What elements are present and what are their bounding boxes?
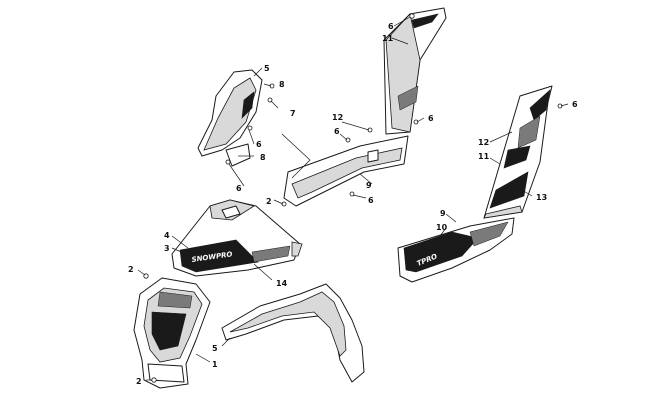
- callout-labels: 6 11 5 8 7 6 8 6 12 6 6 9 2 6 6 12 11 13…: [128, 22, 578, 386]
- grille-mesh: [151, 291, 193, 351]
- hood: SNOWPRO: [171, 199, 303, 277]
- callout-8-a: 8: [279, 80, 285, 89]
- front-grille: [133, 277, 211, 389]
- callout-11-right: 11: [478, 152, 490, 161]
- fastener-6a: [247, 125, 253, 131]
- callout-3: 3: [164, 244, 170, 253]
- fastener-2bottom: [151, 377, 157, 383]
- callout-6-far-right: 6: [572, 100, 578, 109]
- callout-7: 7: [290, 109, 296, 118]
- fastener-6c: [345, 137, 351, 143]
- callout-4: 4: [164, 231, 170, 240]
- callout-6-top: 6: [388, 22, 394, 31]
- callout-6-mid-left: 6: [256, 140, 262, 149]
- callout-5-low: 5: [212, 344, 218, 353]
- fastener-6b: [225, 159, 231, 165]
- fastener-top: [409, 13, 415, 19]
- side-panel-upper: [383, 7, 447, 135]
- callout-2-left: 2: [128, 265, 134, 274]
- fender-bracket: [197, 69, 263, 167]
- callout-12-right: 12: [478, 138, 489, 147]
- callout-5-top: 5: [264, 64, 270, 73]
- callout-2-bottom: 2: [136, 377, 142, 386]
- leader-lines: [137, 16, 569, 381]
- callout-10: 10: [436, 223, 448, 232]
- callout-6-bottom-mid: 6: [368, 196, 374, 205]
- callout-11-top: 11: [382, 34, 394, 43]
- callout-13: 13: [536, 193, 547, 202]
- side-panel-right: [483, 85, 553, 219]
- callout-6-low-left: 6: [236, 184, 242, 193]
- callout-9-right: 9: [440, 209, 446, 218]
- fastener-2mid: [281, 201, 287, 207]
- callout-12-mid: 12: [332, 113, 343, 122]
- callout-1: 1: [212, 360, 218, 369]
- callout-9-mid: 9: [366, 181, 372, 190]
- side-panel-lower-right: TPRO: [397, 217, 515, 283]
- callout-2-mid: 2: [266, 197, 272, 206]
- callout-6-right-of-panel: 6: [428, 114, 434, 123]
- side-frame-lower: [283, 135, 409, 207]
- lower-fender: [221, 283, 365, 383]
- callout-8-b: 8: [260, 153, 266, 162]
- callout-14: 14: [276, 279, 288, 288]
- callout-6-mid: 6: [334, 127, 340, 136]
- fastener-6d: [413, 119, 419, 125]
